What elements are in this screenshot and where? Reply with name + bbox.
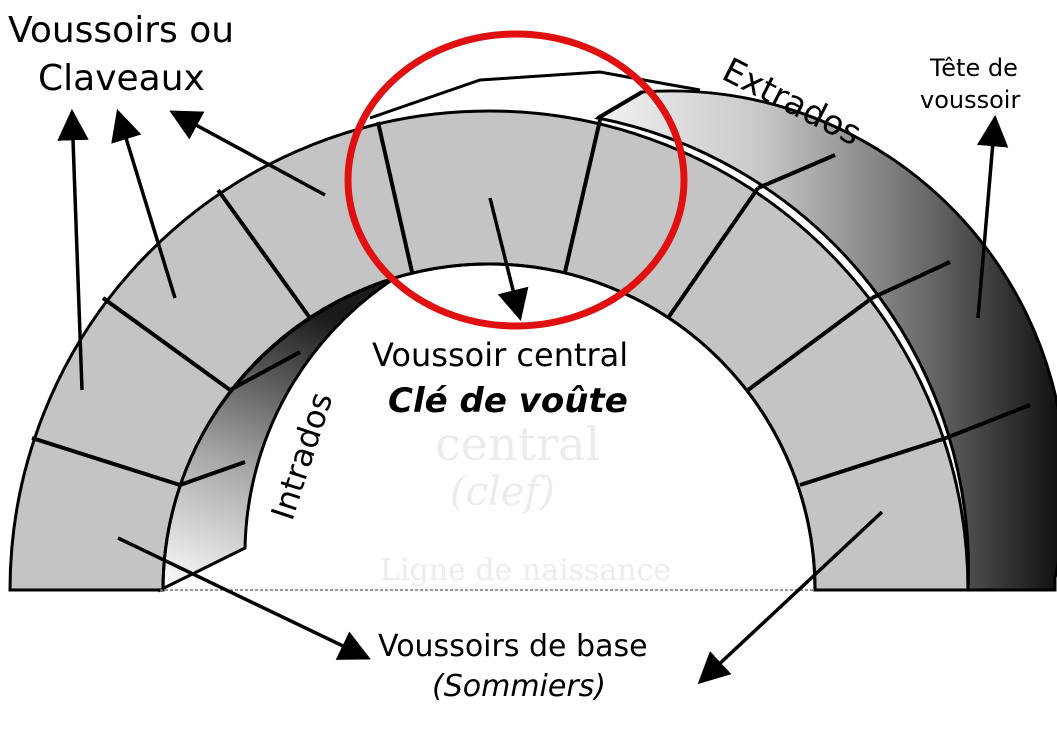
depth-joints <box>596 90 1031 440</box>
label-voussoirs-line2: Claveaux <box>38 58 205 99</box>
label-sommiers: (Sommiers) <box>432 669 606 704</box>
extrados-top-edge <box>369 70 701 120</box>
keystone-highlight-circle <box>344 30 688 330</box>
arrow-tete-voussoir <box>976 114 1009 319</box>
arrow-voussoir-2 <box>111 108 177 299</box>
svg-text:Ligne de naissance: Ligne de naissance <box>380 553 671 588</box>
label-tete-line2: voussoir <box>920 86 1020 114</box>
svg-text:central: central <box>435 417 600 471</box>
intrados-edge <box>161 262 817 591</box>
svg-text:(clef): (clef) <box>450 469 555 515</box>
label-voussoirs-de-base: Voussoirs de base <box>378 629 648 664</box>
arrow-voussoir-3 <box>169 110 326 197</box>
arrow-voussoir-1 <box>57 108 89 391</box>
background-watermark: central (clef) Ligne de naissance <box>380 417 671 588</box>
label-voussoir-central: Voussoir central <box>372 336 628 374</box>
arrows <box>57 108 1009 685</box>
arrow-base-right <box>697 510 884 685</box>
label-tete-line1: Tête de <box>929 54 1018 82</box>
arch-depth-face <box>593 89 1057 592</box>
label-cle-de-voute: Clé de voûte <box>388 381 628 421</box>
voussoir-joints <box>31 119 947 487</box>
label-voussoirs-line1: Voussoirs ou <box>8 10 234 51</box>
arrow-base-left <box>117 536 371 660</box>
arrow-keystone <box>488 197 529 322</box>
